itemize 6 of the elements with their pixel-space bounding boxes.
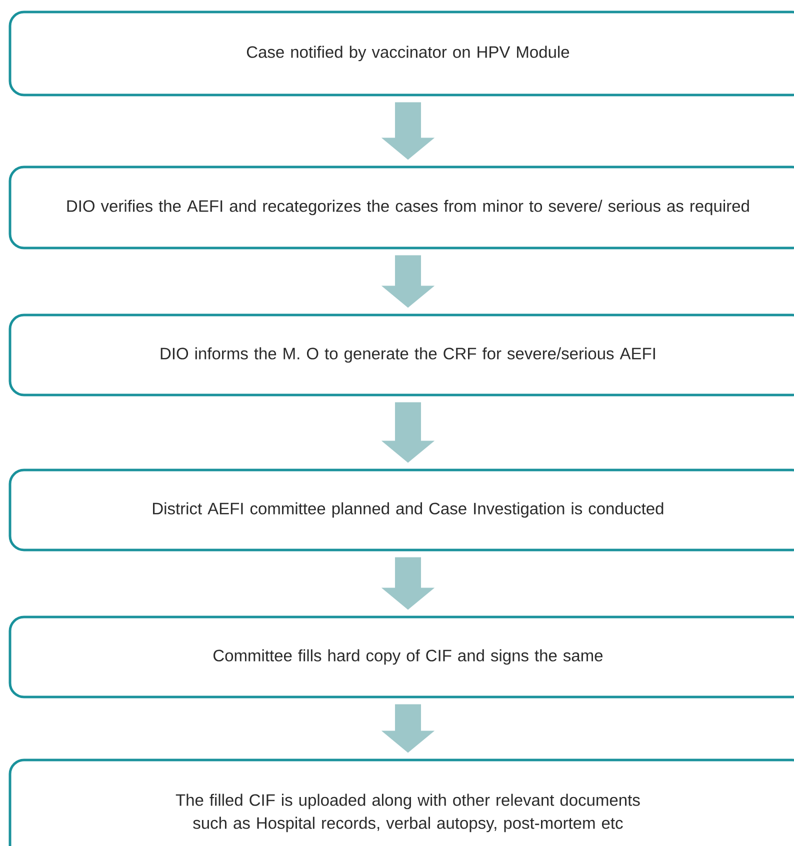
process-box: DIO informs the M. O to generate the CRF for severe/serious AEFI [8,314,794,396]
process-box: DIO verifies the AEFI and recategorizes the cases from minor to severe/ serious as required [8,166,794,250]
process-box: District AEFI committee planned and Case Investigation is conducted [8,468,794,552]
process-box: Case notified by vaccinator on HPV Module [8,10,794,96]
process-box: Committee fills hard copy of CIF and signs the same [8,616,794,698]
process-box: The filled CIF is uploaded along with other relevant documents such as Hospital records, verbal autopsy, post-mortem etc [8,758,794,846]
